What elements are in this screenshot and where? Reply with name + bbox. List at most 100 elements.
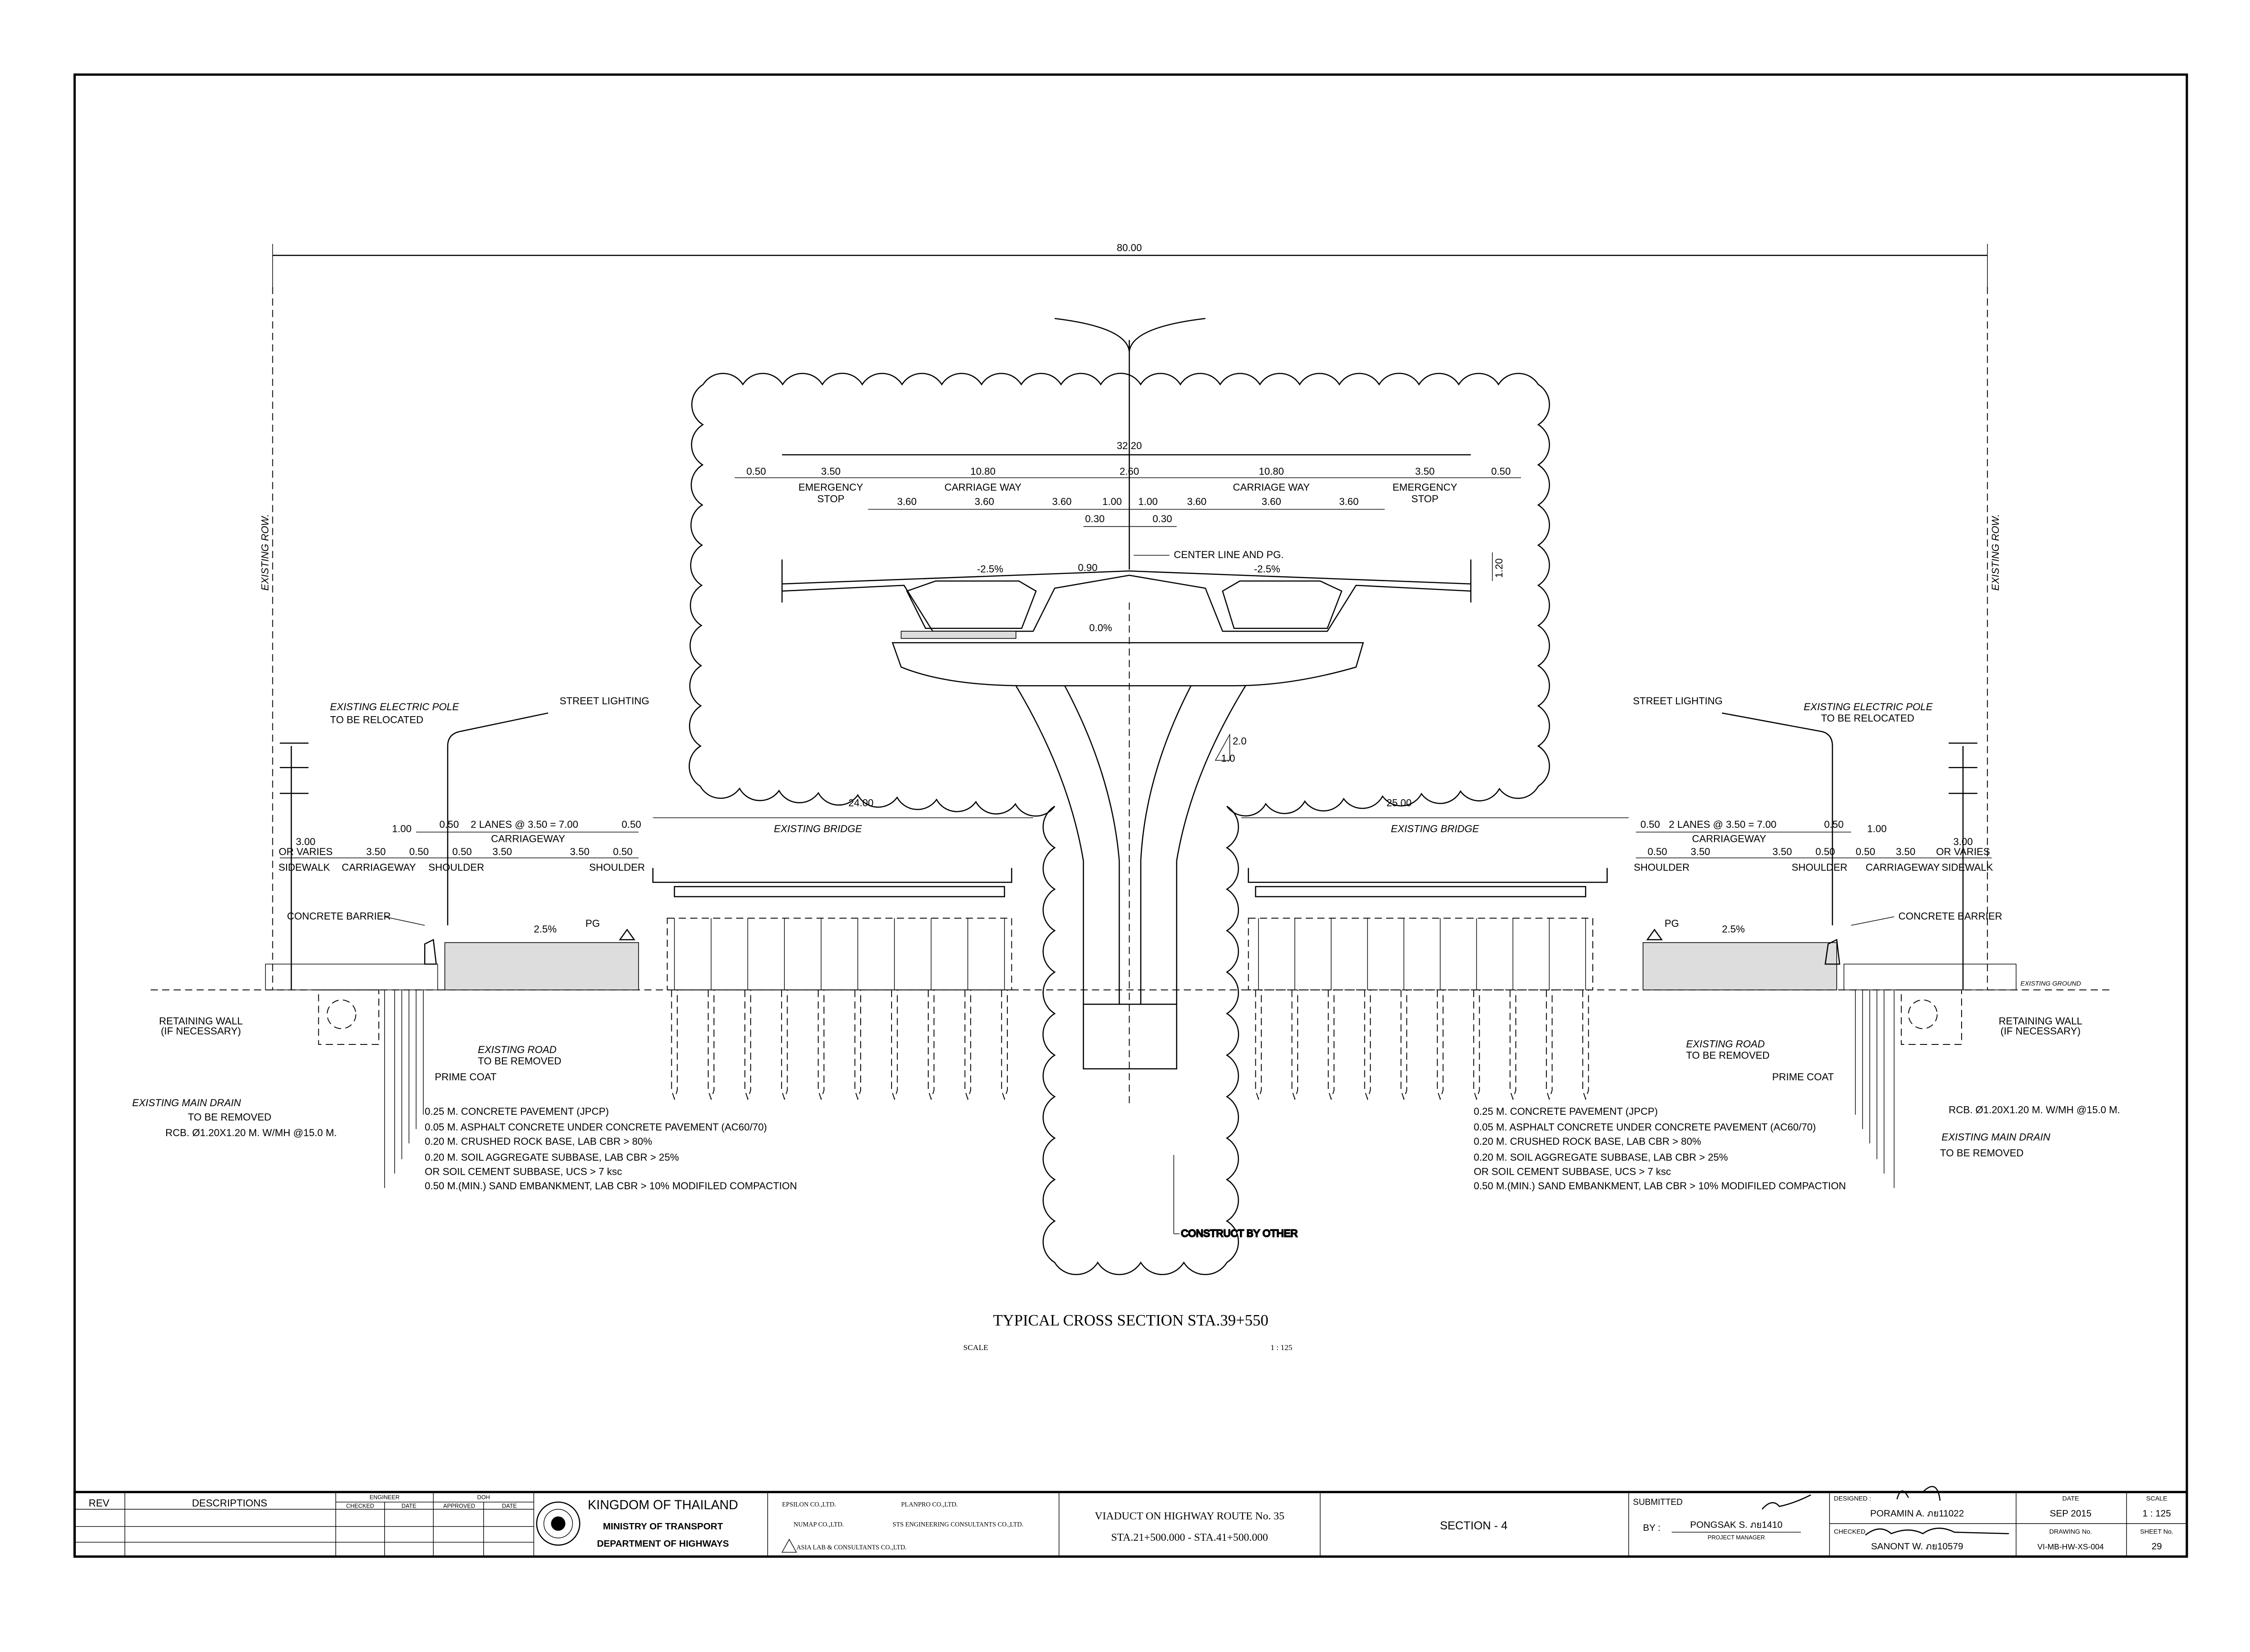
checked-header: CHECKED [346,1503,374,1509]
overall-dimension: 80.00 [272,242,1988,287]
concrete-barrier-label: CONCRETE BARRIER [287,910,391,922]
pile [1001,989,1008,1101]
submitted-label: SUBMITTED [1633,1498,1682,1507]
crossfall-label: 2.5% [534,924,556,935]
pile [1328,989,1335,1101]
pile [1546,989,1553,1101]
main-drain-label: EXISTING MAIN DRAIN [1942,1132,2051,1143]
layer-label: 0.20 M. CRUSHED ROCK BASE, LAB CBR > 80% [1474,1136,1701,1147]
dim-label: 1.00 [392,823,411,834]
designer-signature [1896,1486,1941,1501]
shoulder-label: SHOULDER [428,862,484,873]
emergency-stop-label: STOP [817,493,844,505]
deck-slope-left: -2.5% [977,564,1003,575]
pile [781,989,788,1101]
carriageway-label: CARRIAGEWAY [1692,833,1766,845]
dim-label: 0.50 [613,846,633,857]
submitter-name: PONGSAK S. ภย1410 [1690,1520,1782,1530]
street-lighting-label: STREET LIGHTING [560,695,649,707]
carriage-way-label: CARRIAGE WAY [1233,482,1310,493]
sheet-no-label: SHEET No. [2140,1528,2173,1535]
lane-width: 3.60 [1052,496,1071,507]
dim-label: 1.00 [1867,823,1887,834]
layer-label: 0.20 M. SOIL AGGREGATE SUBBASE, LAB CBR … [1474,1152,1728,1163]
retaining-wall-label: RETAINING WALL [159,1015,243,1027]
existing-road-label: EXISTING ROAD [1686,1038,1764,1049]
batter-h: 1.0 [1221,753,1235,764]
electric-pole-label: EXISTING ELECTRIC POLE [330,701,459,712]
layer-label: OR SOIL CEMENT SUBBASE, UCS > 7 ksc [1474,1166,1671,1177]
carriageway-label: CARRIAGEWAY [1866,862,1940,873]
existing-bridge-label-right: EXISTING BRIDGE [1391,823,1479,834]
carriage-way-label: CARRIAGE WAY [944,482,1021,493]
layer-label: 0.20 M. SOIL AGGREGATE SUBBASE, LAB CBR … [425,1152,679,1163]
right-road: STREET LIGHTING EXISTING ELECTRIC POLE T… [1474,695,2120,1192]
pile [854,989,861,1101]
pile [671,989,678,1101]
parapet-height: 1.20 [1493,559,1505,578]
checked-label: CHECKED [1834,1528,1865,1535]
department-label: DEPARTMENT OF HIGHWAYS [597,1538,729,1549]
to-be-removed-label: TO BE REMOVED [478,1055,561,1067]
shoulder-label: SHOULDER [1634,862,1690,873]
asia-lab-logo [781,1538,797,1553]
date-header: DATE [401,1503,416,1509]
revision-cloud [689,372,1550,1275]
designer-name: PORAMIN A. ภย11022 [1870,1508,1964,1518]
lane-width: 3.60 [897,496,917,507]
median-width: 1.00 [1138,496,1158,507]
dim-label: 3.50 [1896,846,1915,857]
dim-label: 3.00 [296,836,315,847]
construct-by-other-label: CONSTRUCT BY OTHER [1181,1227,1298,1239]
pile [927,989,935,1101]
main-drain-label: EXISTING MAIN DRAIN [132,1097,241,1108]
deck-slope-right: -2.5% [1254,564,1280,575]
dim-label: 3.50 [1690,846,1710,857]
electric-pole-label: EXISTING ELECTRIC POLE [1804,701,1933,712]
prime-coat-label: PRIME COAT [1772,1071,1834,1083]
dim-label: 10.80 [1259,466,1284,477]
pile [891,989,898,1101]
batter-v: 2.0 [1233,736,1247,747]
doh-seal-logo [536,1501,580,1546]
emergency-stop-label: STOP [1411,493,1438,505]
lanes-label: 2 LANES @ 3.50 = 7.00 [1669,819,1776,830]
dim-label: 3.50 [366,846,386,857]
emergency-stop-label: EMERGENCY [1393,482,1457,493]
street-lighting-label: STREET LIGHTING [1633,695,1722,707]
prime-coat-label: PRIME COAT [435,1071,496,1083]
rcb-label: RCB. Ø1.20X1.20 M. W/MH @15.0 M. [165,1127,337,1138]
relocated-label: TO BE RELOCATED [330,714,424,725]
layer-label: 0.20 M. CRUSHED ROCK BASE, LAB CBR > 80% [425,1136,652,1147]
submitter-signature [1761,1494,1811,1510]
sheet-border [73,73,2188,1558]
descriptions-header: DESCRIPTIONS [192,1497,268,1509]
date-value: SEP 2015 [2050,1508,2091,1518]
existing-bridge-left [652,868,1012,1101]
barrier-width: 0.30 [1153,513,1172,524]
date-header: DATE [502,1503,517,1509]
existing-ground-label: EXISTING GROUND [2020,980,2081,987]
to-be-removed-label: TO BE REMOVED [1686,1050,1769,1061]
consultant-sts: STS ENGINEERING CONSULTANTS CO.,LTD. [892,1521,1023,1528]
dim-label: 0.50 [747,466,766,477]
carriageway-label: CARRIAGEWAY [342,862,416,873]
emergency-stop-label: EMERGENCY [798,482,863,493]
dim-label: 3.00 [1953,836,1973,847]
or-varies-label: OR VARIES [1936,846,1990,857]
kingdom-label: KINGDOM OF THAILAND [588,1498,738,1513]
lane-width: 3.60 [1262,496,1281,507]
if-necessary-label: (IF NECESSARY) [2000,1025,2081,1037]
overall-width-label: 80.00 [1117,242,1142,253]
retaining-wall-label: RETAINING WALL [1999,1015,2082,1027]
concrete-barrier-label: CONCRETE BARRIER [1898,910,2002,922]
dim-label: 0.50 [622,819,641,830]
dim-label: 3.50 [1415,466,1435,477]
pile [1255,989,1262,1101]
dim-label: 0.50 [1856,846,1875,857]
project-manager-label: PROJECT MANAGER [1708,1534,1765,1541]
layer-label: 0.05 M. ASPHALT CONCRETE UNDER CONCRETE … [1474,1122,1816,1133]
row-label-left: EXISTING ROW. [259,514,271,591]
rcb-label: RCB. Ø1.20X1.20 M. W/MH @15.0 M. [1949,1104,2121,1116]
